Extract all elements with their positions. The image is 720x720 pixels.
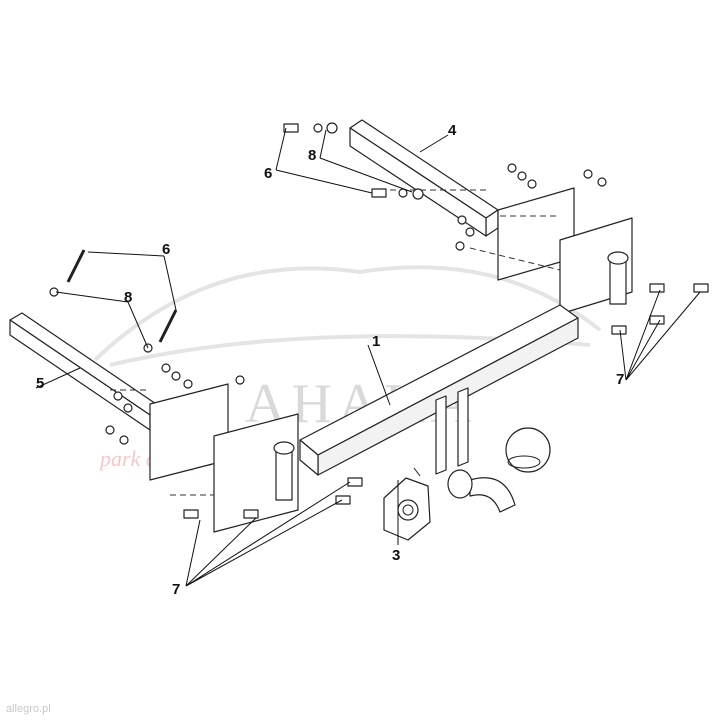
- leader-lines: [35, 127, 701, 587]
- callout-7-left: 7: [172, 581, 180, 598]
- callout-labels: 1 3 4 5 6 6 8 8 7 7: [36, 122, 624, 598]
- callout-3: 3: [392, 547, 400, 564]
- callout-5: 5: [36, 375, 44, 392]
- callout-7-right: 7: [616, 371, 624, 388]
- electrical-socket: [383, 467, 431, 541]
- callout-4: 4: [448, 122, 457, 139]
- credit: allegro.pl: [6, 703, 51, 715]
- crossbar: [299, 304, 579, 476]
- callout-6-upper: 6: [264, 165, 272, 182]
- left-long-bolts: [49, 249, 178, 353]
- left-bolts: [183, 477, 363, 519]
- right-mounting-bracket: [349, 119, 633, 315]
- left-mounting-bracket: [9, 312, 299, 533]
- right-bolts: [611, 283, 709, 335]
- callout-8-left: 8: [124, 289, 132, 306]
- callout-8-upper: 8: [308, 147, 316, 164]
- left-nut-column: [105, 363, 245, 445]
- upper-bolt-row: [283, 122, 424, 200]
- tow-ball-assembly: [435, 387, 551, 513]
- callout-1: 1: [372, 333, 380, 350]
- callout-6-left: 6: [162, 241, 170, 258]
- right-nut-column: [455, 163, 607, 251]
